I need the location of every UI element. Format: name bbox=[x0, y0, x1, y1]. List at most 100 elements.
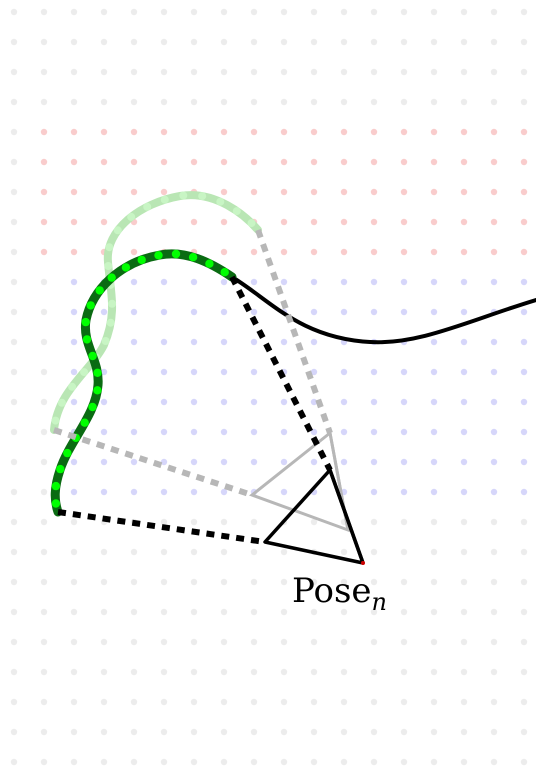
grid-dot bbox=[220, 398, 228, 406]
observed-point bbox=[86, 301, 95, 310]
grid-dot bbox=[130, 368, 138, 376]
grid-dot bbox=[250, 758, 258, 766]
grid-dot bbox=[40, 428, 48, 436]
grid-dot bbox=[400, 248, 408, 256]
grid-dot bbox=[520, 338, 528, 346]
pose-label: Posen bbox=[292, 571, 387, 616]
grid-dot bbox=[520, 278, 528, 286]
grid-dot bbox=[430, 578, 438, 586]
grid-dot bbox=[490, 668, 498, 676]
grid-dot bbox=[190, 218, 198, 226]
grid-dot bbox=[190, 548, 198, 556]
grid-dot bbox=[370, 548, 378, 556]
grid-dot bbox=[400, 758, 408, 766]
grid-dot bbox=[280, 38, 288, 46]
grid-dot bbox=[40, 188, 48, 196]
grid-dot bbox=[40, 398, 48, 406]
grid-dot bbox=[430, 188, 438, 196]
grid-dot bbox=[460, 578, 468, 586]
current-ray-bottom bbox=[57, 509, 266, 545]
grid-dot bbox=[430, 218, 438, 226]
grid-dot bbox=[490, 518, 498, 526]
grid-dot bbox=[190, 398, 198, 406]
observed-point bbox=[81, 317, 90, 327]
grid-dot bbox=[490, 128, 498, 136]
observed-point bbox=[121, 263, 131, 272]
grid-dot bbox=[460, 728, 468, 736]
grid-dot bbox=[490, 698, 498, 706]
grid-dot bbox=[370, 188, 378, 196]
grid-dot bbox=[160, 368, 168, 376]
grid-dot bbox=[40, 758, 48, 766]
grid-dot bbox=[100, 68, 108, 76]
grid-dot bbox=[220, 278, 228, 286]
grid-dot bbox=[160, 158, 168, 166]
grid-dot bbox=[130, 638, 138, 646]
grid-dot bbox=[400, 638, 408, 646]
grid-dot bbox=[220, 158, 228, 166]
grid-dot bbox=[400, 158, 408, 166]
grid-dot bbox=[370, 38, 378, 46]
grid-dot bbox=[190, 608, 198, 616]
grid-dot bbox=[160, 698, 168, 706]
grid-dot bbox=[40, 638, 48, 646]
observed-point bbox=[137, 255, 146, 265]
grid-dot bbox=[70, 578, 78, 586]
grid-dot bbox=[130, 698, 138, 706]
grid-dot bbox=[10, 488, 18, 496]
grid-dot bbox=[100, 758, 108, 766]
grid-dot bbox=[10, 68, 18, 76]
grid-dot bbox=[520, 68, 528, 76]
grid-dot bbox=[490, 68, 498, 76]
grid-dot bbox=[280, 548, 288, 556]
grid-dot bbox=[370, 698, 378, 706]
grid-dot bbox=[250, 548, 258, 556]
grid-dot bbox=[70, 248, 78, 256]
grid-dot bbox=[310, 578, 318, 586]
grid-dot bbox=[40, 218, 48, 226]
grid-dot bbox=[40, 668, 48, 676]
grid-dot bbox=[460, 38, 468, 46]
grid-dot bbox=[400, 428, 408, 436]
grid-dot bbox=[430, 428, 438, 436]
grid-dot bbox=[220, 488, 228, 496]
grid-dot bbox=[70, 698, 78, 706]
grid-dot bbox=[370, 608, 378, 616]
observed-point bbox=[63, 448, 72, 458]
grid-dot bbox=[160, 578, 168, 586]
grid-dot bbox=[220, 308, 228, 316]
grid-dot bbox=[220, 698, 228, 706]
grid-dot bbox=[190, 758, 198, 766]
grid-dot bbox=[130, 548, 138, 556]
grid-dot bbox=[40, 368, 48, 376]
grid-dot bbox=[310, 758, 318, 766]
grid-dot bbox=[250, 158, 258, 166]
grid-dot bbox=[340, 68, 348, 76]
grid-dot bbox=[250, 638, 258, 646]
grid-dot bbox=[370, 398, 378, 406]
grid-dot bbox=[280, 248, 288, 256]
observed-point bbox=[205, 259, 214, 268]
grid-dot bbox=[130, 248, 138, 256]
grid-dot bbox=[280, 68, 288, 76]
grid-dot bbox=[70, 638, 78, 646]
grid-dot bbox=[130, 758, 138, 766]
grid-dot bbox=[10, 218, 18, 226]
grid-dot bbox=[190, 428, 198, 436]
grid-dot bbox=[100, 8, 108, 16]
grid-dot bbox=[10, 578, 18, 586]
grid-dot bbox=[430, 8, 438, 16]
grid-dot bbox=[340, 638, 348, 646]
observed-point bbox=[51, 481, 61, 491]
grid-dot bbox=[70, 68, 78, 76]
observed-point bbox=[247, 219, 256, 228]
grid-dot bbox=[220, 368, 228, 376]
grid-dot bbox=[370, 278, 378, 286]
grid-dot bbox=[400, 458, 408, 466]
grid-dot bbox=[10, 728, 18, 736]
grid-dot bbox=[310, 188, 318, 196]
grid-dot bbox=[340, 188, 348, 196]
grid-dot bbox=[160, 668, 168, 676]
grid-dot bbox=[40, 38, 48, 46]
grid-dot bbox=[340, 398, 348, 406]
